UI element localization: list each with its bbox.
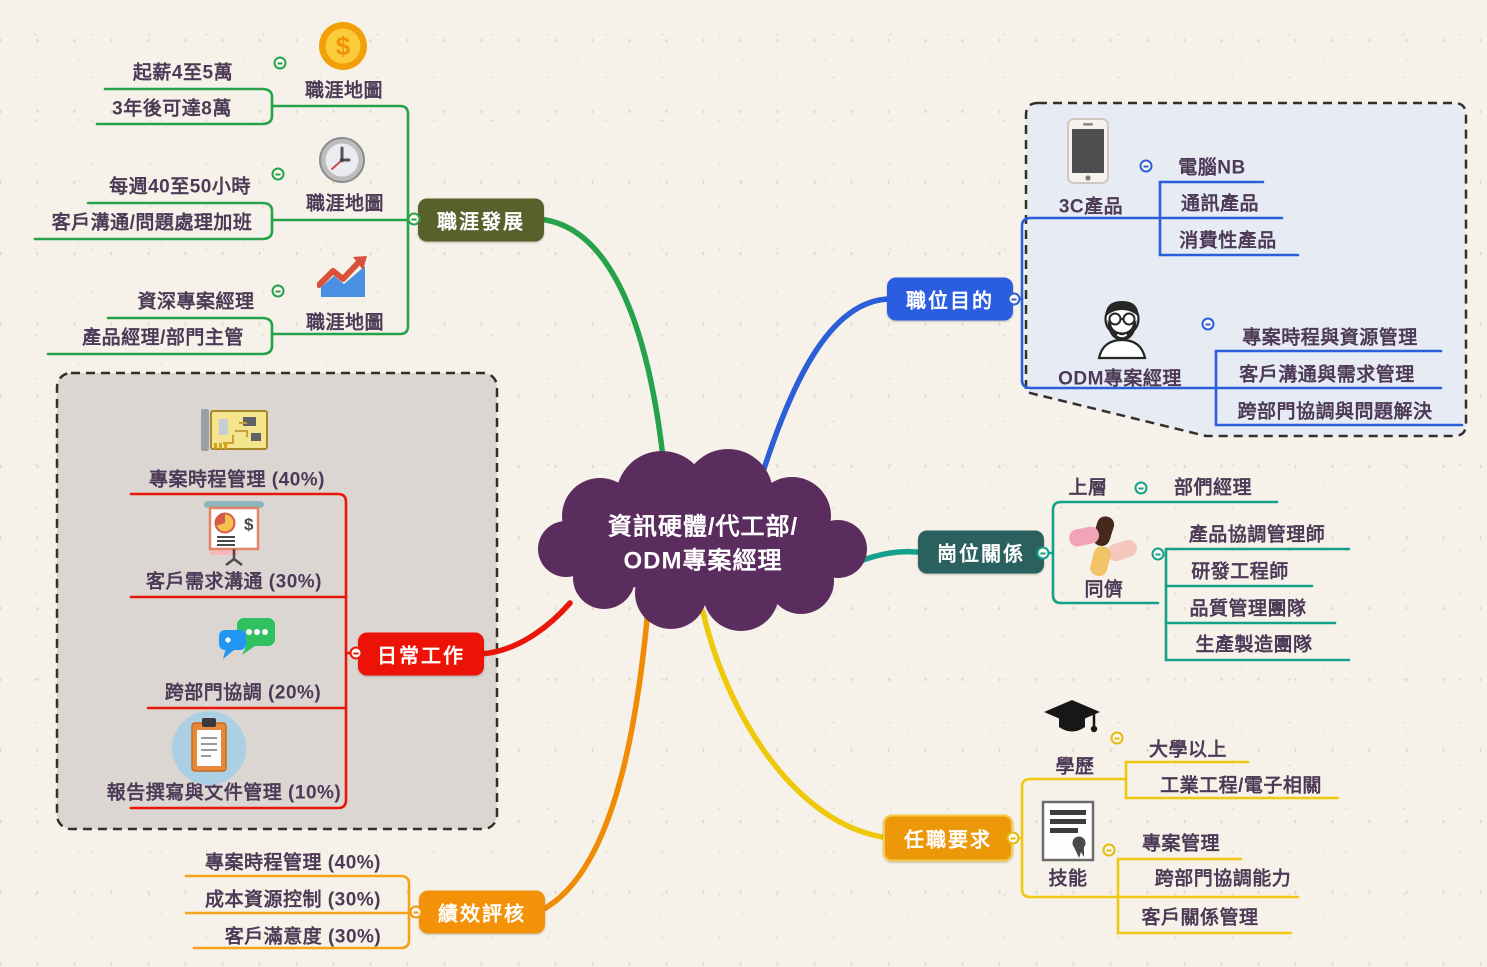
collapse-marker[interactable] — [1102, 843, 1116, 857]
daily-item-1[interactable]: 專案時程管理 (40%) — [149, 469, 325, 491]
purpose-3c-label[interactable]: 3C產品 — [1058, 196, 1124, 218]
purpose-branch-lines — [1006, 180, 1464, 427]
certificate-icon — [1041, 800, 1095, 862]
purpose-3c-item-1[interactable]: 電腦NB — [1178, 157, 1246, 179]
career-hours-item-1[interactable]: 每週40至50小時 — [109, 176, 251, 198]
daily-item-3[interactable]: 跨部門協調 (20%) — [164, 682, 322, 704]
gold-coin-icon: $ — [319, 22, 367, 70]
requirements-skill-item-1[interactable]: 專案管理 — [1141, 833, 1221, 855]
collapse-marker[interactable] — [407, 212, 421, 226]
career-growth-item-2[interactable]: 產品經理/部門主管 — [82, 327, 244, 349]
collapse-marker[interactable] — [1139, 159, 1153, 173]
daily-item-2[interactable]: 客戶需求溝通 (30%) — [146, 571, 322, 593]
daily-item-4[interactable]: 報告撰寫與文件管理 (10%) — [106, 782, 342, 804]
collapse-marker[interactable] — [271, 284, 285, 298]
collapse-marker[interactable] — [409, 905, 423, 919]
career-map-label-2[interactable]: 職涯地圖 — [305, 193, 385, 215]
collapse-marker[interactable] — [273, 56, 287, 70]
purpose-3c-item-2[interactable]: 通訊產品 — [1180, 193, 1260, 215]
circuit-board-icon — [201, 409, 268, 451]
purpose-odm-item-2[interactable]: 客戶溝通與需求管理 — [1239, 364, 1415, 386]
purpose-odm-label[interactable]: ODM專案經理 — [1058, 368, 1182, 390]
relations-peer-item-2[interactable]: 研發工程師 — [1191, 561, 1289, 583]
collapse-marker[interactable] — [1134, 481, 1148, 495]
svg-text:$: $ — [244, 515, 254, 534]
manager-avatar-icon — [1097, 301, 1147, 360]
presentation-icon: $ — [204, 501, 264, 566]
branch-daily[interactable]: 日常工作 — [358, 632, 484, 676]
collapse-marker[interactable] — [1007, 292, 1021, 306]
clipboard-icon — [172, 711, 246, 785]
branch-relations[interactable]: 崗位關係 — [918, 530, 1044, 574]
relations-peer-label[interactable]: 同儕 — [1084, 579, 1124, 601]
branch-career[interactable]: 職涯發展 — [418, 198, 544, 242]
relations-upper-item-1[interactable]: 部們經理 — [1173, 477, 1253, 499]
requirements-education-item-2[interactable]: 工業工程/電子相關 — [1160, 775, 1322, 797]
main-branch-curves — [477, 216, 928, 914]
collapse-marker[interactable] — [1036, 546, 1050, 560]
collapse-marker[interactable] — [1151, 547, 1165, 561]
central-topic[interactable]: 資訊硬體/代工部/ ODM專案經理 — [608, 510, 798, 577]
career-map-label-1[interactable]: 職涯地圖 — [304, 80, 384, 102]
performance-item-3[interactable]: 客戶滿意度 (30%) — [224, 926, 382, 948]
branch-purpose[interactable]: 職位目的 — [887, 277, 1013, 321]
career-salary-item-2[interactable]: 3年後可達8萬 — [112, 98, 232, 120]
collapse-marker[interactable] — [271, 167, 285, 181]
performance-item-2[interactable]: 成本資源控制 (30%) — [205, 889, 381, 911]
growth-chart-icon — [317, 256, 367, 297]
career-hours-item-2[interactable]: 客戶溝通/問題處理加班 — [51, 212, 253, 234]
requirements-education-label[interactable]: 學歷 — [1055, 756, 1095, 778]
smartphone-icon — [1067, 118, 1109, 184]
central-topic-line2: ODM專案經理 — [623, 547, 783, 574]
relations-peer-item-3[interactable]: 品質管理團隊 — [1189, 598, 1307, 620]
chat-bubbles-icon — [219, 618, 275, 659]
requirements-skill-item-3[interactable]: 客戶關係管理 — [1141, 907, 1259, 929]
purpose-odm-item-3[interactable]: 跨部門協調與問題解決 — [1237, 401, 1433, 423]
teamwork-hands-icon — [1069, 516, 1137, 577]
graduation-cap-icon — [1044, 700, 1100, 733]
requirements-education-item-1[interactable]: 大學以上 — [1148, 739, 1228, 761]
collapse-marker[interactable] — [1006, 831, 1020, 845]
collapse-marker[interactable] — [1201, 317, 1215, 331]
requirements-skill-item-2[interactable]: 跨部門協調能力 — [1154, 868, 1292, 890]
relations-peer-item-4[interactable]: 生產製造團隊 — [1195, 634, 1313, 656]
career-salary-item-1[interactable]: 起薪4至5萬 — [132, 62, 234, 84]
career-map-label-3[interactable]: 職涯地圖 — [305, 312, 385, 334]
daily-branch-lines — [129, 492, 366, 810]
central-cloud-shape[interactable] — [538, 449, 867, 631]
requirements-skill-label[interactable]: 技能 — [1048, 868, 1088, 890]
performance-item-1[interactable]: 專案時程管理 (40%) — [205, 852, 381, 874]
clock-icon — [319, 137, 365, 183]
svg-text:$: $ — [336, 31, 351, 61]
relations-peer-item-1[interactable]: 產品協調管理師 — [1188, 524, 1326, 546]
branch-requirements[interactable]: 任職要求 — [883, 814, 1013, 862]
purpose-3c-item-3[interactable]: 消費性產品 — [1179, 230, 1277, 252]
career-growth-item-1[interactable]: 資深專案經理 — [137, 291, 255, 313]
daily-work-region — [55, 371, 499, 831]
purpose-odm-item-1[interactable]: 專案時程與資源管理 — [1242, 327, 1418, 349]
collapse-marker[interactable] — [1110, 731, 1124, 745]
career-branch-lines — [33, 87, 425, 356]
collapse-marker[interactable] — [349, 646, 363, 660]
relations-upper-label[interactable]: 上層 — [1068, 477, 1108, 499]
central-topic-line1: 資訊硬體/代工部/ — [607, 513, 799, 541]
relations-branch-lines — [1036, 500, 1351, 662]
branch-performance[interactable]: 績效評核 — [419, 890, 545, 934]
